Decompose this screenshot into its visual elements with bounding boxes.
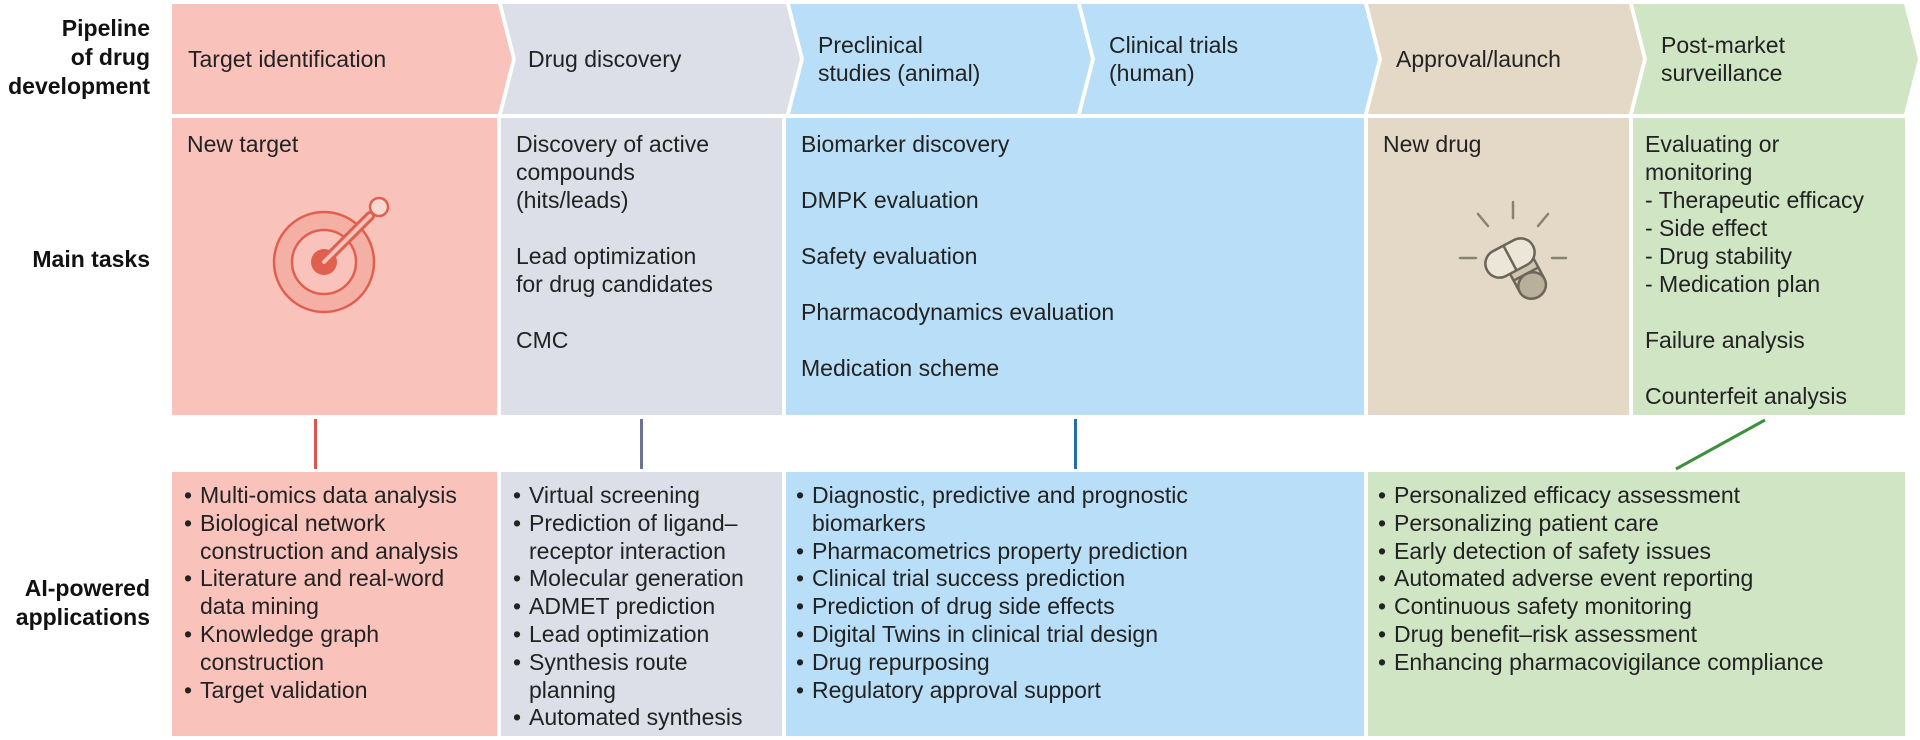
list-item: Prediction of ligand–receptor interactio… (513, 510, 770, 566)
task-box-postmarket: Evaluating or monitoring - Therapeutic e… (1633, 118, 1905, 415)
stage-arrow-discovery (502, 4, 800, 114)
stage-approval-launch: Approval/launch (1380, 4, 1630, 114)
list-item: Regulatory approval support (796, 677, 1352, 705)
task-item: Safety evaluation (801, 243, 978, 269)
row-label-ai-applications: AI-powered applications (15, 575, 150, 630)
list-item: ADMET prediction (513, 593, 770, 621)
list-item: Continuous safety monitoring (1378, 593, 1893, 621)
stage-arrow-approval (1368, 4, 1643, 114)
task-item: Medication scheme (801, 355, 1000, 381)
stage-arrow-preclinical (790, 4, 1091, 114)
list-item: Digital Twins in clinical trial design (796, 621, 1352, 649)
list-item: Clinical trial success prediction (796, 565, 1352, 593)
list-item: Literature and real-word data mining (184, 565, 485, 621)
stage-label: Target identification (188, 46, 387, 72)
task-box-target: New target (172, 118, 497, 415)
task-box-approval: New drug (1368, 118, 1629, 415)
list-item: Personalized efficacy assessment (1378, 482, 1893, 510)
connector-discovery (640, 419, 643, 469)
stage-label: Approval/launch (1396, 46, 1561, 72)
task-title: New target (187, 131, 299, 157)
app-box-preclinical-clinical: Diagnostic, predictive and prognostic bi… (786, 472, 1364, 736)
stage-arrow-target (172, 4, 512, 114)
stage-drug-discovery: Drug discovery (512, 4, 782, 114)
list-item: Automated adverse event reporting (1378, 565, 1893, 593)
list-item: Molecular generation (513, 565, 770, 593)
stage-arrow-clinical (1081, 4, 1378, 114)
task-box-preclinical-clinical: Biomarker discovery DMPK evaluation Safe… (786, 118, 1364, 415)
list-item: Knowledge graph construction (184, 621, 485, 677)
list-item: Drug repurposing (796, 649, 1352, 677)
app-box-target: Multi-omics data analysis Biological net… (172, 472, 497, 736)
app-box-approval-postmarket: Personalized efficacy assessment Persona… (1368, 472, 1905, 736)
list-item: Lead optimization (513, 621, 770, 649)
row-label-main-tasks: Main tasks (32, 246, 150, 272)
task-box-discovery: Discovery of active compounds (hits/lead… (501, 118, 782, 415)
task-item: CMC (516, 327, 569, 353)
stage-label: Drug discovery (528, 46, 682, 72)
task-item: Discovery of active compounds (hits/lead… (516, 131, 710, 213)
list-item: Enhancing pharmacovigilance compliance (1378, 649, 1893, 677)
list-item: Target validation (184, 677, 485, 705)
stage-label: Post-market surveillance (1661, 32, 1785, 86)
stage-target-identification: Target identification (172, 4, 492, 114)
stage-label: Clinical trials (human) (1109, 32, 1239, 86)
target-dart-icon (272, 196, 390, 314)
task-item: Pharmacodynamics evaluation (801, 299, 1115, 325)
connector-preclinical (1074, 419, 1077, 469)
task-item: Failure analysis (1645, 327, 1805, 353)
list-item: Drug benefit–risk assessment (1378, 621, 1893, 649)
list-item: Automated synthesis (513, 704, 770, 732)
task-item: DMPK evaluation (801, 187, 979, 213)
connector-target (314, 419, 317, 469)
list-item: Early detection of safety issues (1378, 538, 1893, 566)
stage-post-market: Post-market surveillance (1645, 4, 1905, 114)
stage-arrow-postmarket (1633, 4, 1918, 114)
task-item: Counterfeit analysis (1645, 383, 1847, 409)
app-box-discovery: Virtual screening Prediction of ligand–r… (501, 472, 782, 736)
list-item: Multi-omics data analysis (184, 482, 485, 510)
task-item: Evaluating or monitoring - Therapeutic e… (1645, 131, 1865, 297)
list-item: Prediction of drug side effects (796, 593, 1352, 621)
list-item: Biological network construction and anal… (184, 510, 485, 566)
stage-label: Preclinical studies (animal) (818, 32, 981, 86)
list-item: Virtual screening (513, 482, 770, 510)
list-item: Diagnostic, predictive and prognostic bi… (796, 482, 1252, 538)
capsules-icon (1458, 200, 1568, 300)
list-item: Personalizing patient care (1378, 510, 1893, 538)
task-title: New drug (1383, 131, 1482, 157)
task-item: Biomarker discovery (801, 131, 1010, 157)
list-item: Pharmacometrics property prediction (796, 538, 1352, 566)
stage-clinical-trials: Clinical trials (human) (1093, 4, 1363, 114)
task-item: Lead optimization for drug candidates (516, 243, 713, 297)
stage-preclinical: Preclinical studies (animal) (802, 4, 1072, 114)
list-item: Synthesis route planning (513, 649, 770, 705)
row-label-pipeline: Pipeline of drug development (8, 15, 150, 99)
